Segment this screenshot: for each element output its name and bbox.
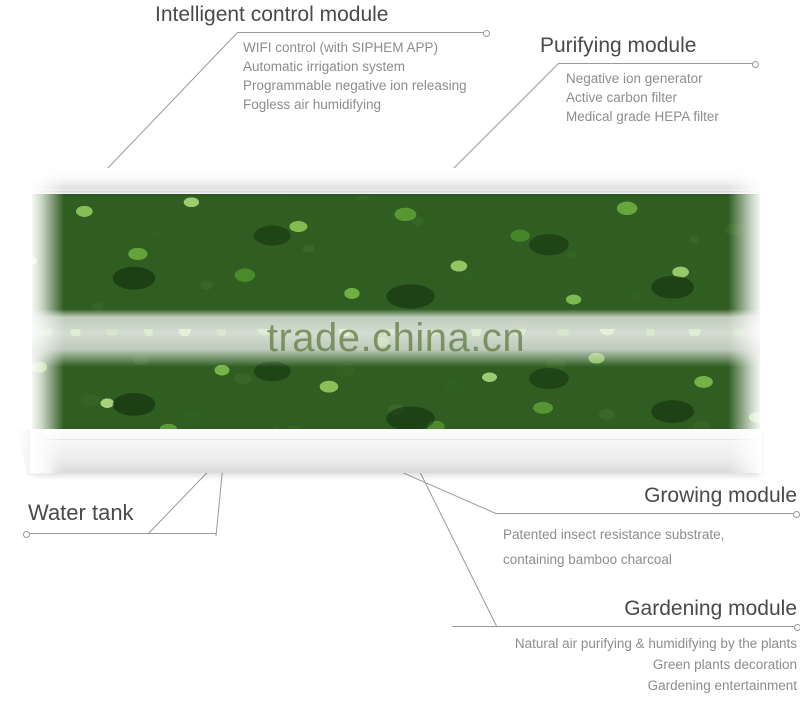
detail-line: WIFI control (with SIPHEM APP) bbox=[243, 40, 439, 55]
callout-rule bbox=[452, 623, 800, 631]
callout-heading: Gardening module bbox=[624, 597, 797, 620]
detail-line: Active carbon filter bbox=[566, 90, 678, 105]
detail-line: Green plants decoration bbox=[652, 657, 797, 672]
callout-rule bbox=[497, 510, 800, 518]
callout-growing-module: Growing module Patented insect resistanc… bbox=[497, 483, 800, 572]
callout-purifying-module: Purifying module Negative ion generator … bbox=[540, 33, 795, 126]
callout-rule bbox=[558, 60, 759, 68]
green-wall-product: trade.china.cn bbox=[30, 168, 762, 473]
product-top-housing bbox=[31, 168, 761, 195]
detail-line: Patented insect resistance substrate, bbox=[503, 527, 725, 542]
watermark-band: trade.china.cn bbox=[32, 309, 760, 367]
detail-line: Automatic irrigation system bbox=[243, 59, 406, 74]
water-tank-trough bbox=[32, 429, 760, 473]
callout-water-tank: Water tank bbox=[23, 500, 256, 538]
watermark-text: trade.china.cn bbox=[266, 315, 526, 360]
rule-end-circle bbox=[483, 29, 490, 37]
callout-details: Patented insect resistance substrate, co… bbox=[503, 522, 797, 572]
callout-heading: Purifying module bbox=[540, 34, 697, 57]
callout-details: WIFI control (with SIPHEM APP) Automatic… bbox=[243, 38, 485, 114]
rule-end-circle bbox=[752, 60, 759, 68]
detail-line: Medical grade HEPA filter bbox=[566, 109, 719, 124]
callout-rule bbox=[23, 530, 216, 538]
detail-line: containing bamboo charcoal bbox=[503, 552, 672, 567]
callout-heading: Intelligent control module bbox=[155, 3, 389, 26]
callout-details: Natural air purifying & humidifying by t… bbox=[452, 633, 797, 696]
callout-details: Negative ion generator Active carbon fil… bbox=[566, 69, 795, 126]
callout-rule bbox=[237, 29, 490, 37]
rule-end-circle bbox=[794, 623, 800, 631]
detail-line: Negative ion generator bbox=[566, 71, 703, 86]
leader-line-intelligent bbox=[84, 32, 238, 193]
leader-line-purifying bbox=[435, 63, 559, 187]
callout-intelligent-control-module: Intelligent control module WIFI control … bbox=[155, 2, 490, 114]
callout-heading: Growing module bbox=[644, 484, 797, 507]
callout-heading: Water tank bbox=[28, 500, 134, 525]
detail-line: Natural air purifying & humidifying by t… bbox=[514, 636, 797, 651]
rule-end-circle bbox=[793, 510, 800, 518]
detail-line: Gardening entertainment bbox=[647, 678, 797, 693]
callout-gardening-module: Gardening module Natural air purifying &… bbox=[452, 596, 800, 696]
detail-line: Programmable negative ion releasing bbox=[243, 78, 467, 93]
detail-line: Fogless air humidifying bbox=[243, 97, 382, 112]
rule-end-circle bbox=[23, 530, 30, 538]
